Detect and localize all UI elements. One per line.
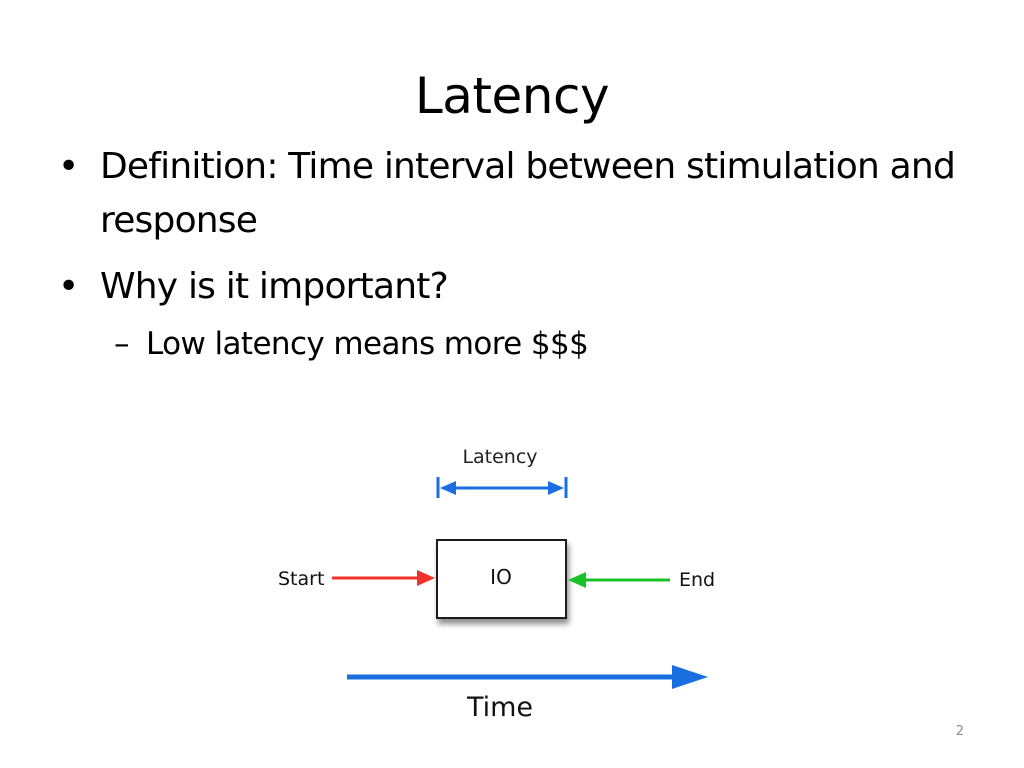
latency-diagram: Latency IO Start End	[262, 432, 742, 732]
sub-bullet-marker: –	[114, 326, 130, 362]
sub-bullet-text: Low latency means more $$$	[146, 326, 589, 362]
slide-title: Latency	[414, 67, 610, 125]
latency-diagram-svg: Latency IO Start End	[278, 446, 715, 723]
latency-span-arrow	[436, 477, 568, 498]
bullet-item-importance: • Why is it important?	[56, 260, 986, 314]
time-arrow	[347, 665, 708, 689]
end-arrowhead	[568, 572, 586, 588]
start-arrowhead	[417, 570, 435, 586]
bullet-text: Why is it important?	[100, 266, 449, 307]
latency-label: Latency	[462, 446, 537, 468]
io-box-label: IO	[490, 565, 512, 589]
end-arrow	[568, 572, 670, 588]
bullet-text: Definition: Time interval between stimul…	[100, 146, 956, 241]
bullet-marker: •	[58, 266, 79, 307]
start-arrow	[332, 570, 435, 586]
latency-left-arrowhead	[440, 481, 456, 495]
bullet-list: • Definition: Time interval between stim…	[56, 140, 986, 368]
start-label: Start	[278, 568, 324, 590]
bullet-item-definition: • Definition: Time interval between stim…	[56, 140, 986, 248]
end-label: End	[679, 569, 715, 591]
time-arrowhead	[672, 665, 708, 689]
latency-right-arrowhead	[548, 481, 564, 495]
bullet-marker: •	[58, 146, 79, 187]
sub-bullet-item-low-latency: – Low latency means more $$$	[56, 320, 986, 368]
page-number: 2	[955, 724, 964, 739]
time-label: Time	[466, 692, 533, 723]
io-box	[436, 539, 567, 619]
